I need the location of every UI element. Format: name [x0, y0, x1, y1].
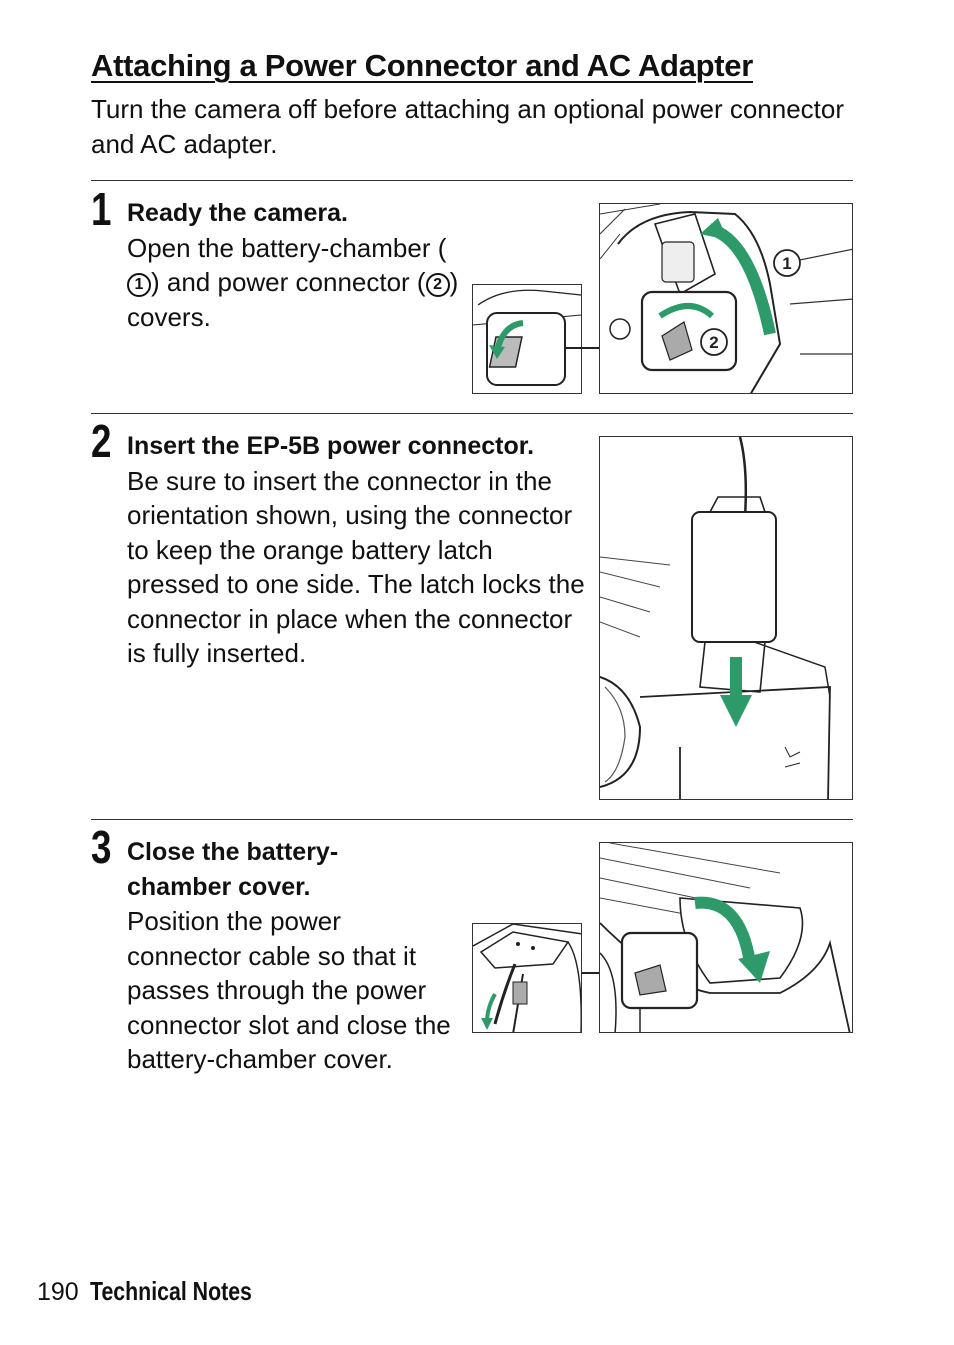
step-3-camera-illustration	[599, 842, 853, 1033]
step-3-text: Close the battery-chamber cover.	[127, 835, 397, 904]
step-2-text: Insert the EP-5B power connector. Be sur…	[127, 429, 587, 671]
page-number: 190	[37, 1278, 79, 1306]
step-3-body: Position the power connector cable so th…	[127, 906, 451, 1074]
callout-1-marker: 1	[127, 273, 151, 297]
step-1-body: Open the battery-chamber (1) and power c…	[127, 232, 459, 332]
page-title: Attaching a Power Connector and AC Adapt…	[91, 48, 753, 83]
callout-2-label: 2	[709, 333, 718, 352]
step-divider	[91, 413, 853, 414]
step-divider	[91, 819, 853, 820]
step-1-camera-illustration: 1 2	[599, 203, 853, 394]
step-3-body-wrap: Position the power connector cable so th…	[127, 904, 467, 1077]
step-divider	[91, 180, 853, 181]
section-name: Technical Notes	[90, 1276, 252, 1306]
step-2-title: Insert the EP-5B power connector.	[127, 432, 535, 460]
step-1-title: Ready the camera.	[127, 199, 348, 227]
step-2-body: Be sure to insert the connector in the o…	[127, 465, 585, 669]
step-3-number: 3	[91, 821, 112, 873]
step-2-number: 2	[91, 415, 112, 467]
step-1-number: 1	[91, 183, 112, 235]
callout-1-label: 1	[782, 254, 791, 273]
step-1-detail-illustration	[472, 284, 582, 394]
step-1-text: Ready the camera. Open the battery-chamb…	[127, 196, 467, 334]
intro-text: Turn the camera off before attaching an …	[91, 94, 845, 159]
step-2-camera-illustration	[599, 436, 853, 800]
callout-2-marker: 2	[425, 273, 450, 297]
step-3-detail-illustration	[472, 923, 582, 1033]
step-3-title: Close the battery-chamber cover.	[127, 838, 339, 901]
